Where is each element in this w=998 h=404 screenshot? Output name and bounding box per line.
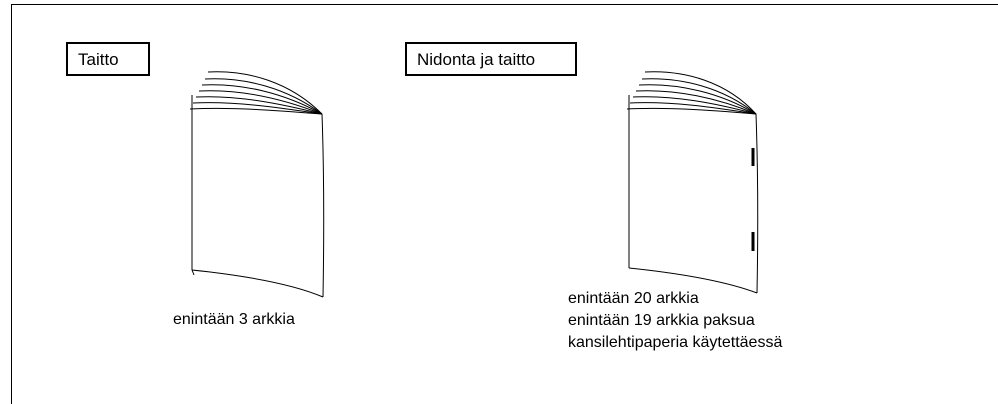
staple-fold-label: Nidonta ja taitto (405, 42, 577, 76)
staple-fold-caption-line-3: kansilehtipaperia käytettäessä (568, 334, 783, 351)
diagram-frame (11, 4, 998, 404)
fold-caption-line: enintään 3 arkkia (173, 311, 295, 328)
folded-booklet-icon (189, 71, 325, 298)
staple-fold-caption: enintään 20 arkkia enintään 19 arkkia pa… (568, 288, 782, 354)
stapled-booklet-icon (626, 71, 759, 294)
fold-label: Taitto (66, 42, 150, 76)
staple-fold-caption-line-2: enintään 19 arkkia paksua (568, 312, 755, 329)
booklet-illustrations (189, 71, 759, 298)
staple-fold-caption-line-1: enintään 20 arkkia (568, 290, 699, 307)
staple-fold-label-text: Nidonta ja taitto (417, 49, 536, 69)
fold-caption: enintään 3 arkkia (173, 309, 295, 331)
fold-label-text: Taitto (78, 49, 119, 69)
